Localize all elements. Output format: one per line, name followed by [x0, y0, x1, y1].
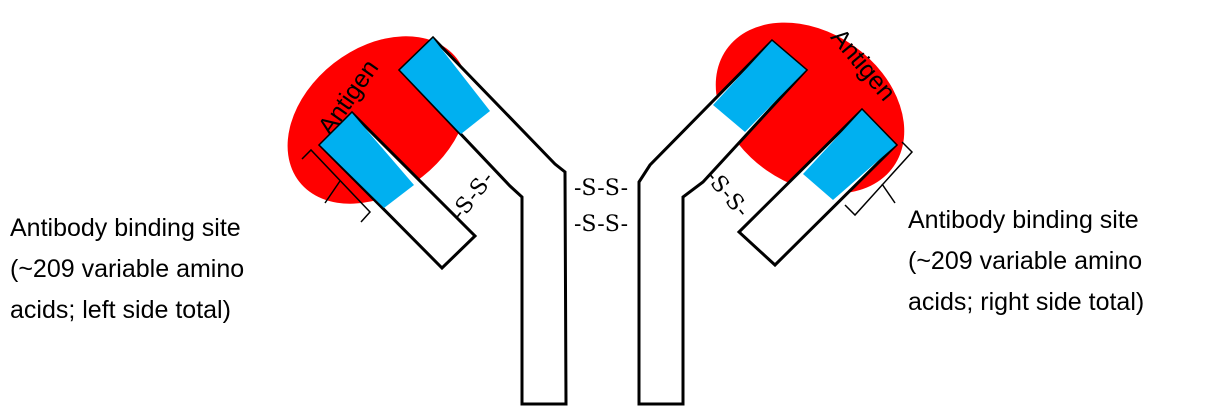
binding-site-label-left-line1: Antibody binding site: [10, 208, 244, 249]
disulfide-bond-left-arm: -S-S-: [446, 167, 499, 225]
binding-site-label-left: Antibody binding site (~209 variable ami…: [10, 208, 244, 331]
binding-site-label-right: Antibody binding site (~209 variable ami…: [908, 200, 1144, 323]
binding-site-label-left-line2: (~209 variable amino: [10, 249, 244, 290]
binding-site-label-left-line3: acids; left side total): [10, 290, 244, 331]
binding-site-label-right-line1: Antibody binding site: [908, 200, 1144, 241]
binding-site-label-right-line3: acids; right side total): [908, 282, 1144, 323]
disulfide-bond-right-arm: -S-S-: [700, 165, 754, 222]
binding-site-label-right-line2: (~209 variable amino: [908, 241, 1144, 282]
disulfide-bond-hinge-top: -S-S-: [574, 176, 628, 201]
disulfide-bond-hinge-bottom: -S-S-: [574, 212, 628, 237]
